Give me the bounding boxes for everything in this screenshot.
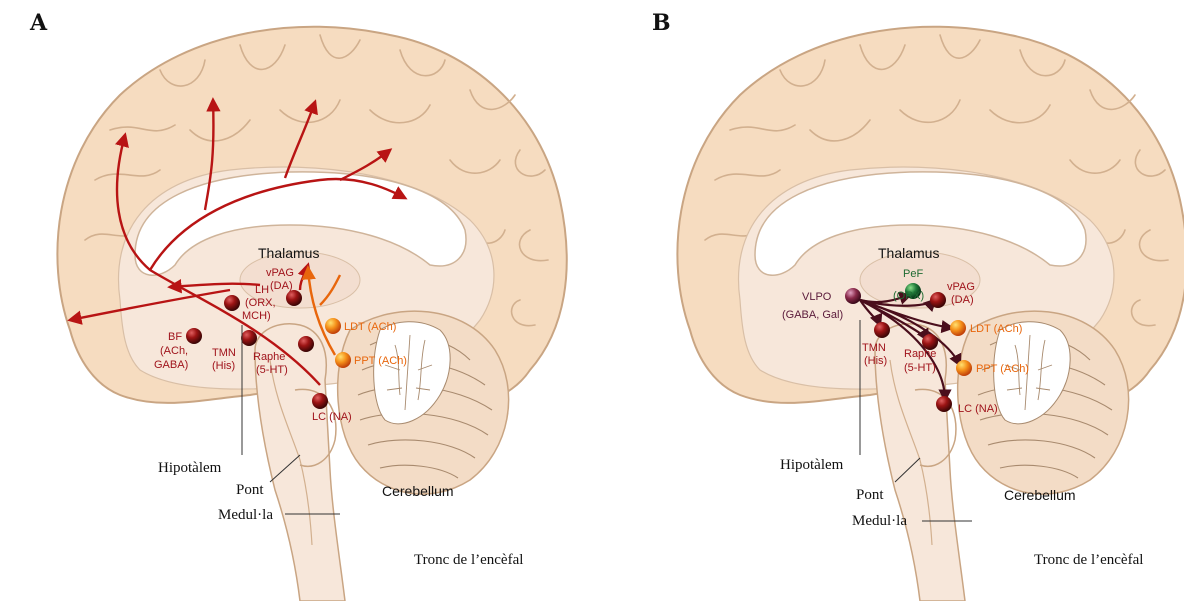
brainstem-label: Tronc de l’encèfal — [1034, 552, 1143, 568]
cerebellum-label: Cerebellum — [382, 483, 454, 499]
tmn-label-2: (His) — [212, 360, 235, 372]
ldt-nucleus — [950, 320, 966, 336]
brain-illustration — [677, 27, 1184, 601]
raphe-label-2: (5-HT) — [256, 364, 288, 376]
thalamus-label: Thalamus — [258, 245, 319, 261]
ppt-label: PPT (ACh) — [976, 363, 1029, 375]
medulla-label: Medul·la — [218, 507, 273, 523]
lh-label-3: MCH) — [242, 310, 271, 322]
tmn-label-2: (His) — [864, 355, 887, 367]
vpag-nucleus — [930, 292, 946, 308]
bf-label-2: (ACh, — [160, 345, 188, 357]
lc-label: LC (NA) — [958, 403, 998, 415]
ldt-label: LDT (ACh) — [344, 321, 396, 333]
vpag-label-2: (DA) — [951, 294, 974, 306]
vlpo-nucleus — [845, 288, 861, 304]
raphe-nucleus — [298, 336, 314, 352]
ppt-label: PPT (ACh) — [354, 355, 407, 367]
ppt-nucleus — [956, 360, 972, 376]
lh-nucleus — [224, 295, 240, 311]
panel-b: B Thalamus PeF (ORX) VLPO (GABA, Gal) vP… — [652, 10, 1184, 601]
tmn-nucleus — [241, 330, 257, 346]
lc-nucleus — [312, 393, 328, 409]
ldt-nucleus — [325, 318, 341, 334]
ldt-label: LDT (ACh) — [970, 323, 1022, 335]
vlpo-label-1: VLPO — [802, 291, 832, 303]
hypothalamus-label: Hipotàlem — [780, 457, 844, 473]
lc-nucleus — [936, 396, 952, 412]
ppt-nucleus — [335, 352, 351, 368]
cerebellum-label: Cerebellum — [1004, 487, 1076, 503]
panel-a: A Thalamus vPAG (DA) LH (ORX, MCH — [29, 10, 567, 601]
pef-label-1: PeF — [903, 268, 923, 280]
vlpo-label-2: (GABA, Gal) — [782, 309, 843, 321]
lc-label: LC (NA) — [312, 411, 352, 423]
vpag-label-1: vPAG — [266, 267, 294, 279]
tmn-nucleus — [874, 322, 890, 338]
raphe-label-1: Raphe — [904, 348, 936, 360]
bf-label-3: GABA) — [154, 359, 188, 371]
lh-label-2: (ORX, — [245, 297, 276, 309]
bf-nucleus — [186, 328, 202, 344]
lh-label-1: LH — [255, 284, 269, 296]
panel-a-letter: A — [29, 10, 48, 36]
brainstem-label: Tronc de l’encèfal — [414, 552, 523, 568]
thalamus-label: Thalamus — [878, 245, 939, 261]
vpag-label-1: vPAG — [947, 281, 975, 293]
raphe-label-2: (5-HT) — [904, 362, 936, 374]
vpag-nucleus — [286, 290, 302, 306]
hypothalamus-label: Hipotàlem — [158, 460, 222, 476]
panel-b-letter: B — [652, 10, 671, 36]
pons-label: Pont — [856, 487, 884, 503]
bf-label-1: BF — [168, 331, 182, 343]
tmn-label-1: TMN — [862, 342, 886, 354]
vpag-label-2: (DA) — [270, 280, 293, 292]
medulla-label: Medul·la — [852, 513, 907, 529]
pef-label-2: (ORX) — [893, 290, 924, 302]
pons-label: Pont — [236, 482, 264, 498]
raphe-label-1: Raphe — [253, 351, 285, 363]
tmn-label-1: TMN — [212, 347, 236, 359]
